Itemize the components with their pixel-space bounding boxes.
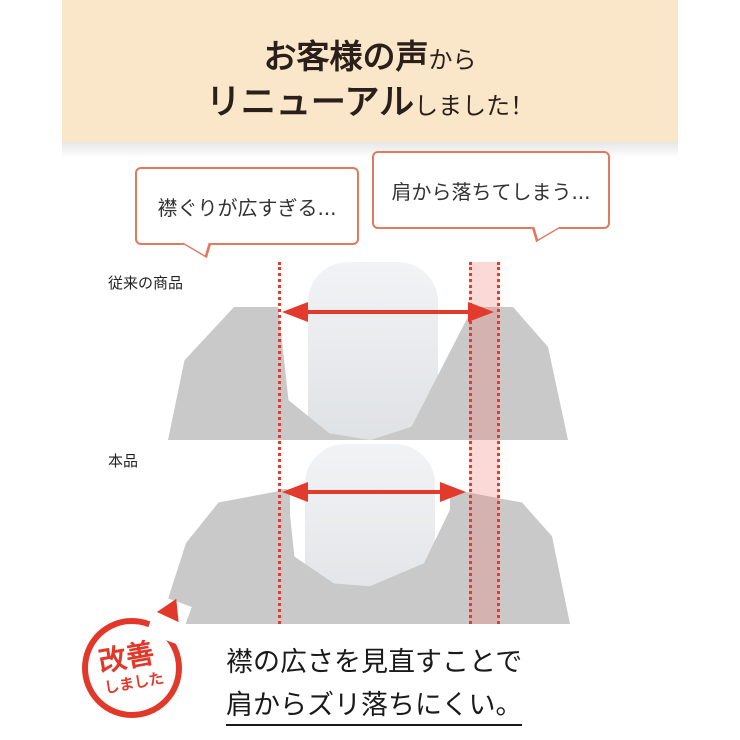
guide-line-center [469,262,472,624]
label-previous-product: 従来の商品 [108,274,184,292]
header-line-2: リニューアルしました！ [205,83,535,123]
photo-previous-product [168,262,568,440]
shoulder-highlight-band [469,262,499,624]
shirt-left [168,307,278,440]
photo-this-product [160,444,570,624]
guide-line-right [497,262,500,624]
header-banner: お客様の声から リニューアルしました！ [62,0,678,142]
width-arrow-new [282,482,466,502]
speech-bubble-neckline: 襟ぐりが広すぎる... [135,167,359,259]
bubble-tail [531,213,561,243]
bubble-tail [182,229,212,259]
result-text-line-2: 肩からズリ落ちにくい。 [226,683,523,726]
label-this-product: 本品 [108,452,139,470]
guide-line-left [278,262,281,624]
result-text-line-1: 襟の広さを見直すことで [226,647,523,678]
improved-badge-ring [82,618,182,718]
speech-bubble-shoulder: 肩から落ちてしまう... [372,151,610,243]
shirt-right [450,489,570,624]
header-line-1: お客様の声から [263,37,477,76]
mannequin [308,262,438,440]
width-arrow-previous [282,302,494,322]
